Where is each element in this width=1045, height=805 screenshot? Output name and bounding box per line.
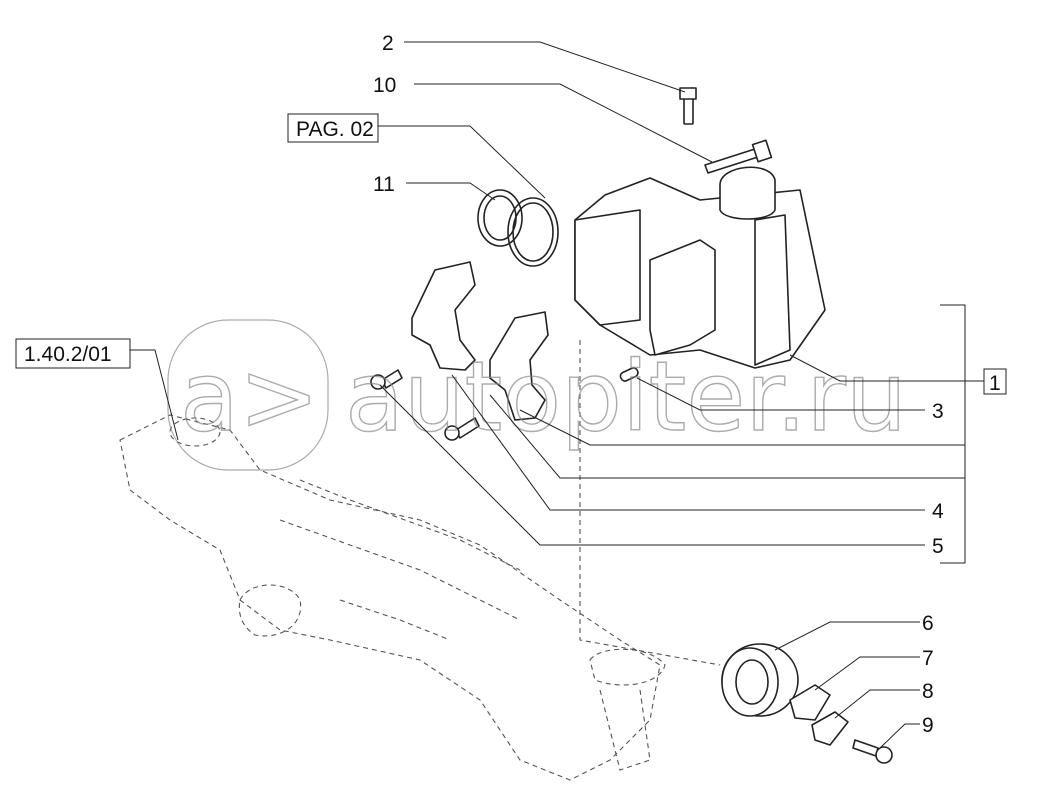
assembly-ref-box [983,368,1007,395]
dowel-pin-3 [619,367,639,382]
callout-4: 4 [932,500,944,523]
watermark: a> autopiter.ru [167,319,908,471]
bolt-5 [444,417,480,441]
bearing-cap-5 [489,311,549,421]
bolt-2 [679,87,697,125]
bolt-10 [704,139,773,174]
callout-8: 8 [922,680,934,703]
callout-7: 7 [922,647,934,670]
housing-part-1 [574,166,826,369]
watermark-logo: a> [180,341,319,453]
callout-10: 10 [373,74,396,97]
callout-3: 3 [932,400,944,423]
callout-5: 5 [932,535,944,558]
clip-8 [811,711,849,746]
bearing-cap-4 [411,261,476,371]
callout-6: 6 [922,612,934,635]
callout-1: 1 [989,372,1001,395]
seal-ring [507,197,559,267]
group-ref-box [15,338,131,369]
page-ref-box [287,113,379,143]
group-ref: 1.40.2/01 [24,343,112,366]
watermark-text: autopiter.ru [345,341,907,453]
callout-9: 9 [922,714,934,737]
leader-lines [130,41,984,749]
callout-11: 11 [373,173,395,196]
callout-2: 2 [382,32,394,55]
page-ref: PAG. 02 [296,118,374,141]
bolt-4 [370,369,403,390]
bolt-9 [852,739,893,764]
plate-7 [789,684,831,721]
splined-sleeve-6 [721,643,799,717]
